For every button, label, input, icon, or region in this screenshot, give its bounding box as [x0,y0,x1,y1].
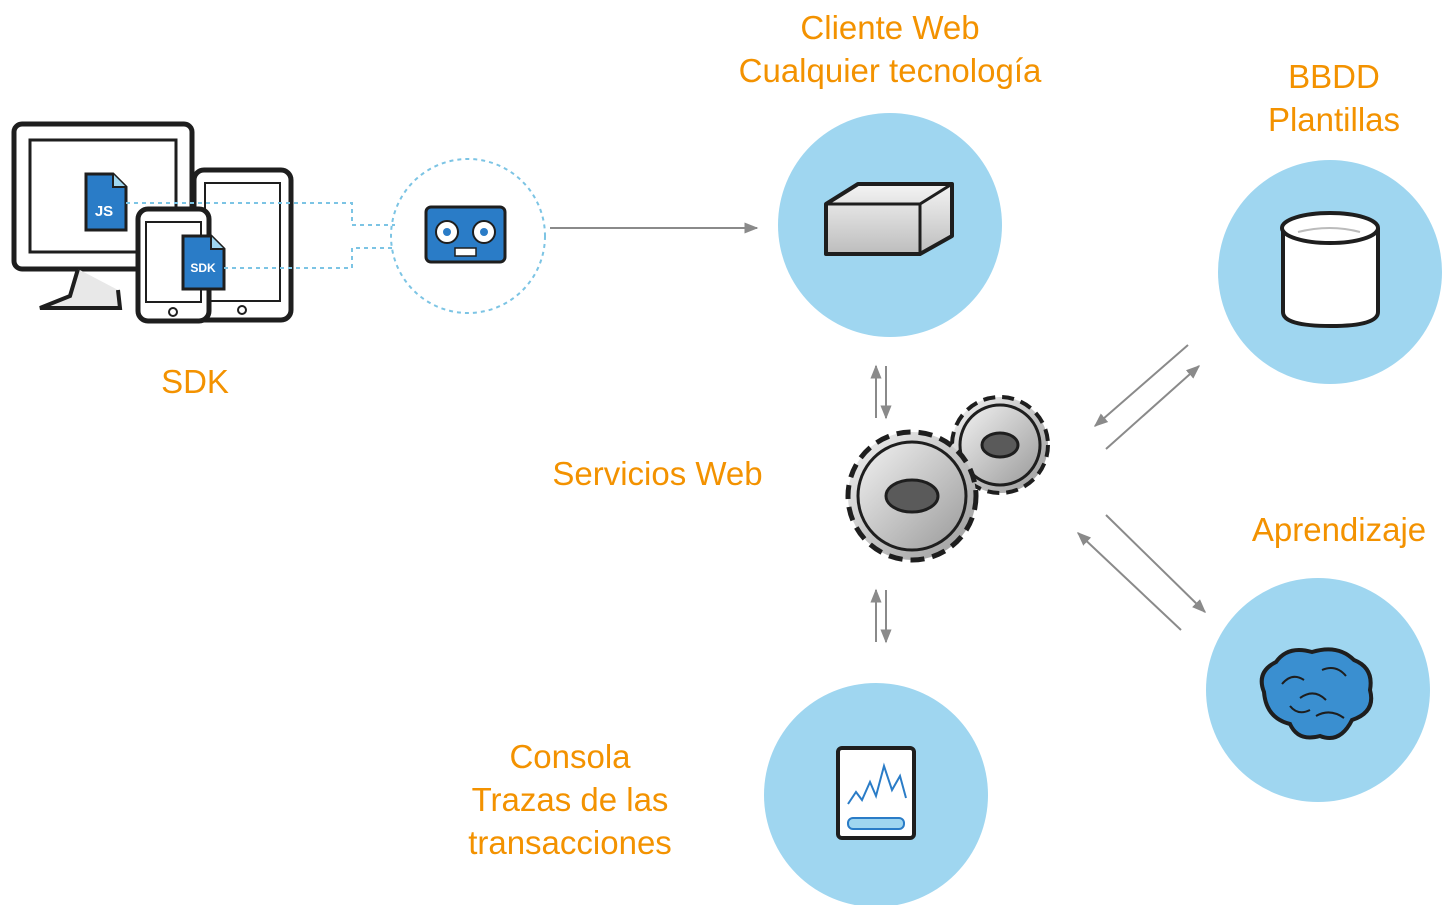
cliente-web-node [778,113,1002,337]
sdk-label: SDK [161,363,229,400]
bbdd-label-line2: Plantillas [1267,101,1401,138]
devices-icon [11,121,294,324]
edge-servicios-web-bbdd [1093,344,1201,450]
database-icon [1280,211,1380,329]
bbdd-node [1218,160,1442,384]
gears-icon [845,395,1050,563]
bbdd-label: BBDD Plantillas [1234,55,1434,141]
brain-icon [1259,647,1374,740]
edge-servicios-web-consola [870,588,892,644]
consola-label-line1: Consola [509,738,631,775]
servicios-web-label: Servicios Web [552,455,763,492]
cliente-web-label: Cliente Web Cualquier tecnología [690,6,1090,92]
aprendizaje-label: Aprendizaje [1251,511,1427,548]
edge-cliente-web-servicios-web [870,364,892,420]
consola-label: Consola Trazas de las transacciones [430,735,710,864]
consola-label-line3: transacciones [468,824,672,861]
js-file-badge: JS [95,203,113,220]
sdk-dotted-connector [126,158,546,314]
cliente-web-label-line1: Cliente Web [800,9,980,46]
sdk-file-badge: SDK [190,261,216,275]
consola-label-line2: Trazas de las [471,781,669,818]
aprendizaje-node [1206,578,1430,802]
edge-servicios-web-aprendizaje [1076,514,1206,631]
chart-monitor-icon [836,746,916,840]
server-box-icon [824,182,954,256]
tape-recorder-icon [424,205,507,264]
bbdd-label-line1: BBDD [1288,58,1380,95]
cliente-web-label-line2: Cualquier tecnología [738,52,1042,89]
consola-node [764,683,988,905]
